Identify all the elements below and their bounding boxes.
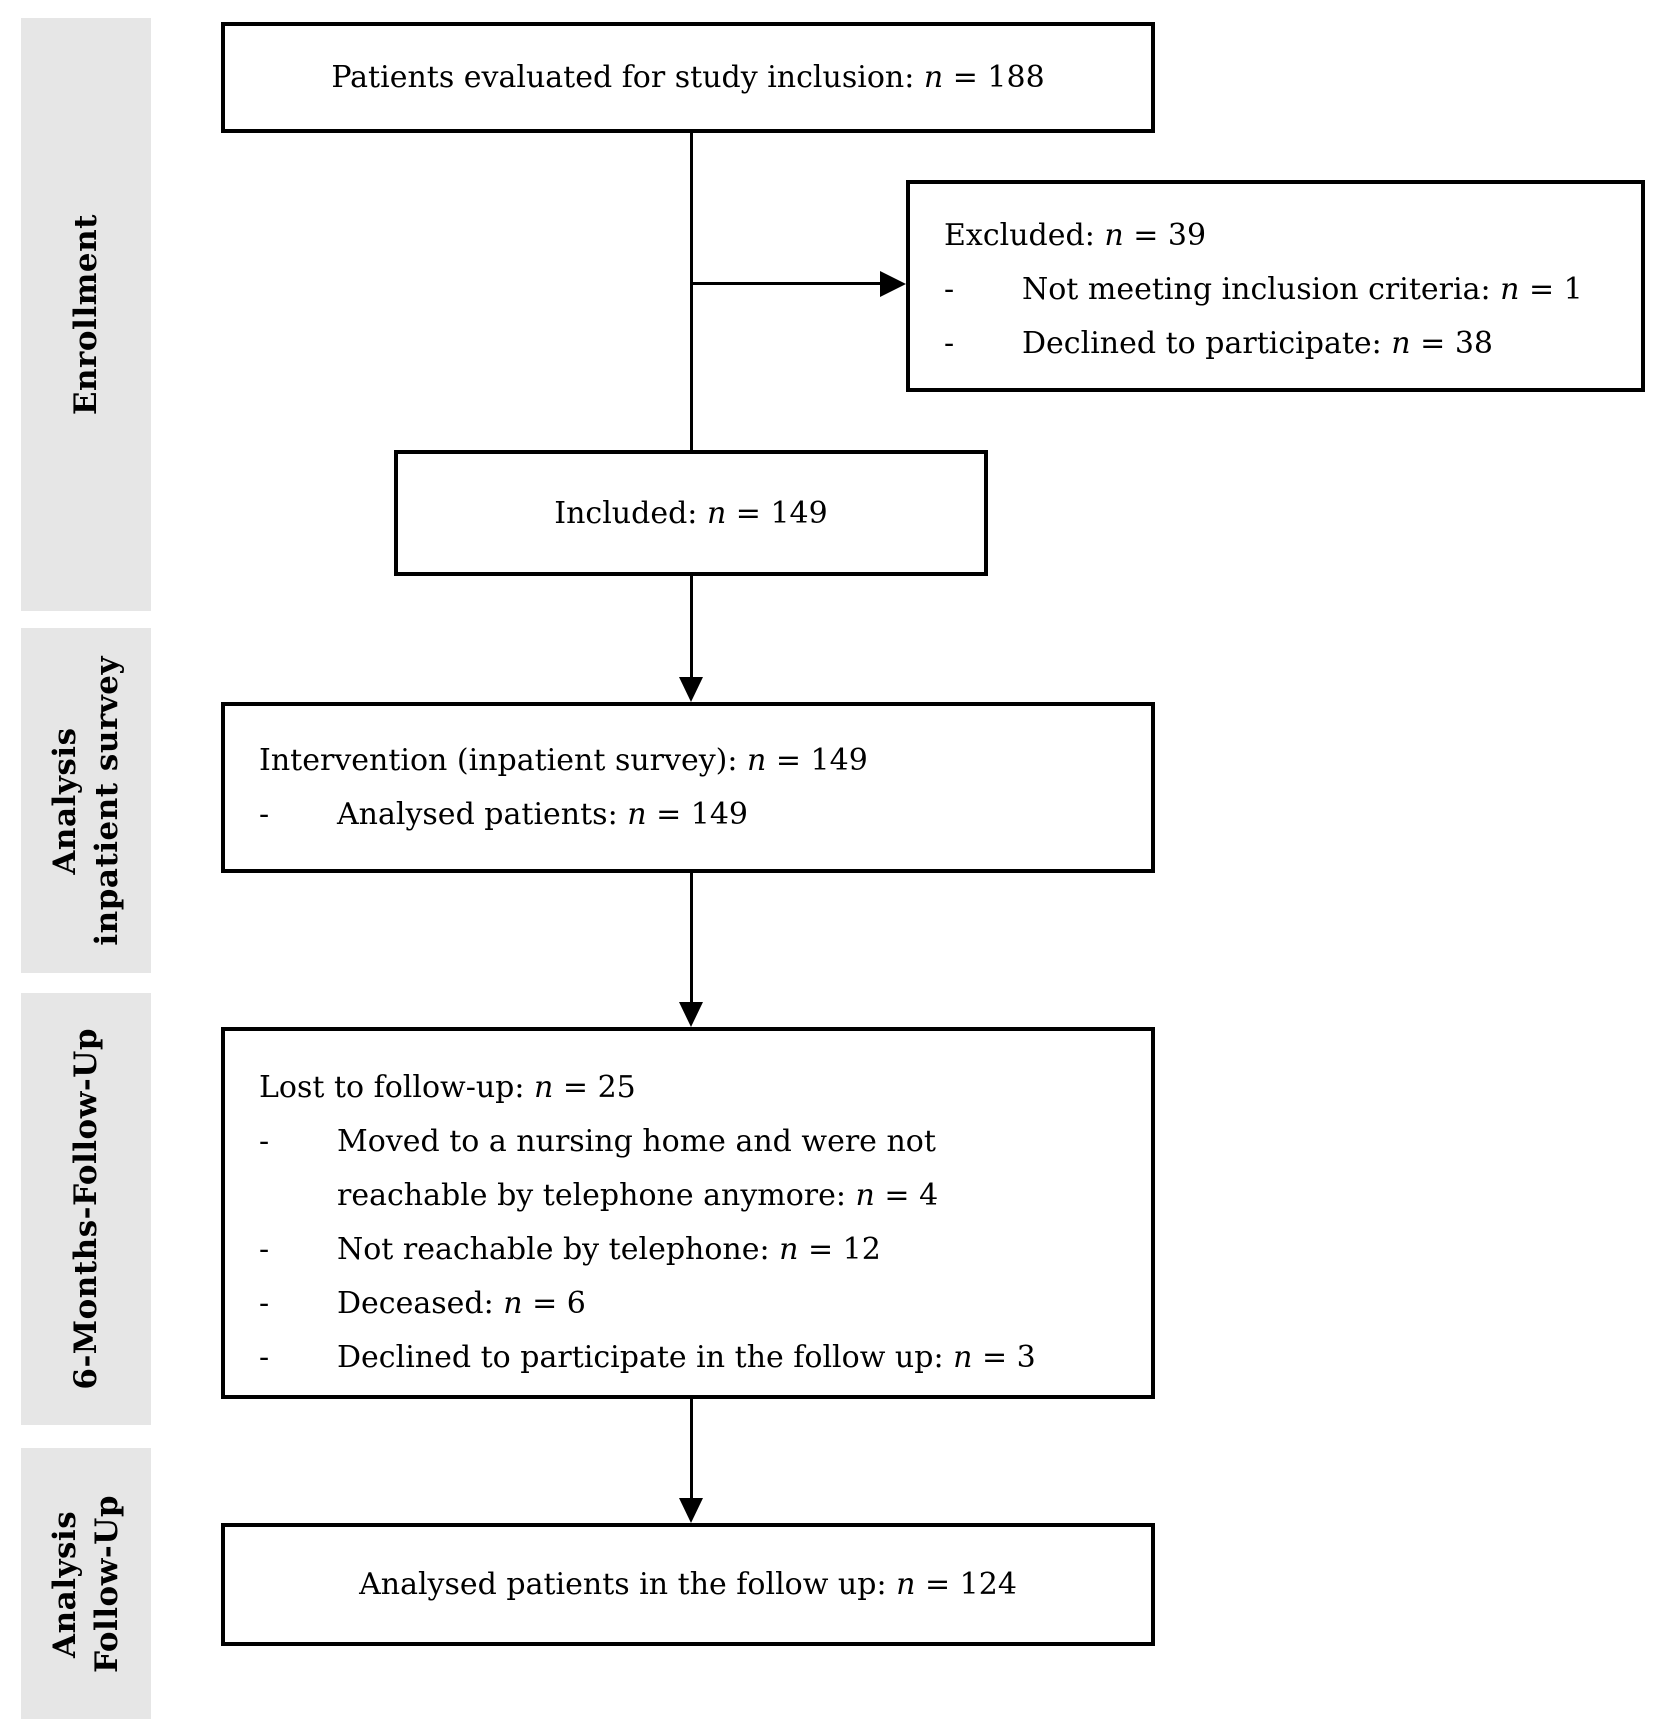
box-included: Included: n = 149 bbox=[394, 450, 988, 576]
intervention-details-list: - Analysed patients: n = 149 bbox=[259, 788, 1137, 842]
box-lost-title: Lost to follow-up: n = 25 bbox=[259, 1070, 636, 1105]
box-included-text: Included: n = 149 bbox=[554, 495, 828, 531]
connector-evaluated-to-included bbox=[690, 133, 693, 450]
bullet-text: Declined to participate in the follow up… bbox=[337, 1340, 1036, 1375]
bullet-text: Not meeting inclusion criteria: n = 1 bbox=[1022, 272, 1583, 307]
list-item: - Analysed patients: n = 149 bbox=[259, 788, 1137, 842]
bullet-text: Deceased: n = 6 bbox=[337, 1286, 586, 1321]
bullet-dash: - bbox=[944, 272, 955, 307]
list-item: - Declined to participate in the follow u… bbox=[259, 1331, 1137, 1385]
connector-lost-to-analysed bbox=[690, 1399, 693, 1498]
box-excluded-title: Excluded: n = 39 bbox=[944, 218, 1207, 253]
list-item: - Declined to participate: n = 38 bbox=[944, 317, 1627, 371]
bullet-dash: - bbox=[259, 1286, 270, 1321]
connector-branch-to-excluded bbox=[690, 282, 882, 285]
list-item: - Deceased: n = 6 bbox=[259, 1277, 1137, 1331]
box-analysed-follow-up: Analysed patients in the follow up: n = … bbox=[221, 1523, 1155, 1646]
excluded-reasons-list: - Not meeting inclusion criteria: n = 1 - D… bbox=[944, 263, 1627, 371]
list-item: - Not reachable by telephone: n = 12 bbox=[259, 1223, 1137, 1277]
list-item: - Not meeting inclusion criteria: n = 1 bbox=[944, 263, 1627, 317]
box-excluded: Excluded: n = 39 - Not meeting inclusion … bbox=[906, 180, 1645, 392]
arrowhead-to-analysed bbox=[679, 1498, 703, 1523]
arrowhead-to-intervention bbox=[679, 677, 703, 702]
bullet-dash: - bbox=[259, 1232, 270, 1267]
arrowhead-to-excluded bbox=[880, 271, 906, 297]
stage-label-enrollment: Enrollment bbox=[68, 213, 104, 416]
box-analysed-follow-up-text: Analysed patients in the follow up: n = … bbox=[359, 1567, 1017, 1602]
box-lost-to-follow-up: Lost to follow-up: n = 25 - Moved to a nu… bbox=[221, 1027, 1155, 1399]
box-intervention-title: Intervention (inpatient survey): n = 149 bbox=[259, 743, 868, 778]
box-intervention: Intervention (inpatient survey): n = 149… bbox=[221, 702, 1155, 873]
box-patients-evaluated-text: Patients evaluated for study inclusion: … bbox=[331, 60, 1045, 95]
box-patients-evaluated: Patients evaluated for study inclusion: … bbox=[221, 22, 1155, 133]
bullet-dash: - bbox=[259, 797, 270, 832]
bullet-dash: - bbox=[259, 1124, 270, 1159]
bullet-dash: - bbox=[259, 1340, 270, 1375]
connector-included-to-intervention bbox=[690, 576, 693, 677]
connector-intervention-to-lost bbox=[690, 873, 693, 1002]
stage-band-six-months-follow-up: 6-Months-Follow-Up bbox=[21, 993, 151, 1425]
bullet-dash: - bbox=[944, 326, 955, 361]
arrowhead-to-lost bbox=[679, 1002, 703, 1027]
bullet-text: Declined to participate: n = 38 bbox=[1022, 326, 1494, 361]
bullet-text: Analysed patients: n = 149 bbox=[337, 797, 749, 832]
stage-label-six-months-follow-up: 6-Months-Follow-Up bbox=[68, 1028, 104, 1390]
stage-band-enrollment: Enrollment bbox=[21, 18, 151, 611]
bullet-text: Not reachable by telephone: n = 12 bbox=[337, 1232, 881, 1267]
